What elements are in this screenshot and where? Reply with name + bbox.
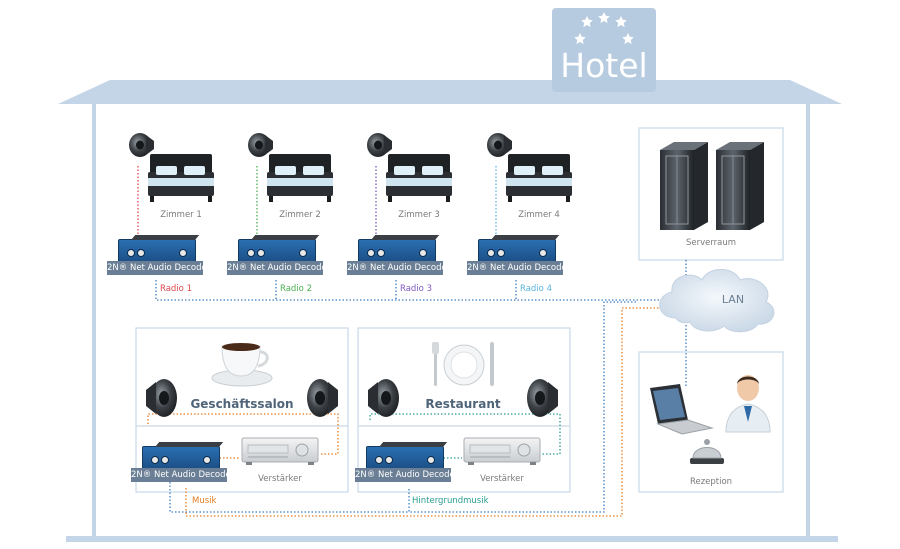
decoder-label: 2N® Net Audio Decoder bbox=[227, 261, 331, 275]
musik-line bbox=[147, 307, 664, 517]
room-label: Zimmer 3 bbox=[398, 210, 440, 220]
plate-cutlery-icon bbox=[432, 342, 494, 386]
channel-label: Radio 4 bbox=[520, 284, 552, 294]
star-icon bbox=[574, 12, 634, 44]
room-label: Zimmer 4 bbox=[518, 210, 560, 220]
room-label: Zimmer 1 bbox=[160, 210, 202, 220]
lounge-title: Geschäftssalon bbox=[190, 397, 294, 411]
decoder-label: 2N® Net Audio Decoder bbox=[131, 468, 235, 482]
lounge-panel bbox=[135, 327, 349, 493]
cloud-icon bbox=[659, 269, 775, 333]
bell-icon bbox=[690, 439, 724, 464]
decoder-label: 2N® Net Audio Decoder bbox=[355, 468, 459, 482]
decoder-label: 2N® Net Audio Decoder bbox=[347, 261, 451, 275]
channel-label: Radio 1 bbox=[160, 284, 192, 294]
speaker-icon bbox=[129, 133, 512, 157]
serverroom-panel bbox=[638, 127, 784, 261]
amplifier-icon bbox=[241, 437, 541, 465]
restaurant-panel bbox=[357, 327, 571, 493]
reception-label: Rezeption bbox=[689, 477, 733, 487]
amplifier-label: Verstärker bbox=[480, 474, 524, 484]
decoder-label: 2N® Net Audio Decoder bbox=[107, 261, 211, 275]
room-label: Zimmer 2 bbox=[279, 210, 321, 220]
server-icon bbox=[660, 142, 764, 230]
hotel-sign bbox=[552, 8, 656, 92]
hotel-sign-title: Hotel bbox=[560, 46, 648, 85]
decoder-label: 2N® Net Audio Decoder bbox=[467, 261, 571, 275]
bed-icon bbox=[148, 154, 572, 202]
amplifier-label: Verstärker bbox=[258, 474, 302, 484]
laptop-icon bbox=[650, 384, 714, 435]
serverroom-label: Serverraum bbox=[685, 238, 737, 248]
receptionist-icon bbox=[725, 375, 771, 433]
channel-label: Hintergrundmusik bbox=[412, 496, 489, 506]
coffee-cup-icon bbox=[211, 343, 273, 387]
reception-panel bbox=[638, 351, 784, 493]
lan-label: LAN bbox=[721, 293, 745, 306]
channel-label: Musik bbox=[192, 496, 217, 506]
channel-label: Radio 3 bbox=[400, 284, 432, 294]
speaker-icon bbox=[146, 379, 558, 417]
channel-label: Radio 2 bbox=[280, 284, 312, 294]
restaurant-title: Restaurant bbox=[425, 397, 501, 411]
